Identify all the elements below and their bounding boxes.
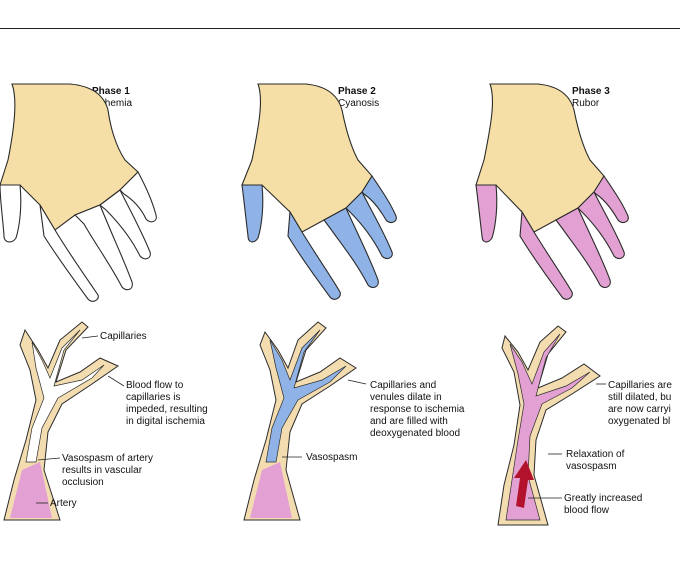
phase-1-vasospasm-leader bbox=[37, 457, 61, 461]
phase-1-capillaries-leader bbox=[81, 335, 99, 339]
phase-3-subtitle: Rubor bbox=[572, 98, 600, 109]
phase-1-flow-label: Blood flow to capillaries is impeded, re… bbox=[126, 380, 211, 427]
phase-3-hand bbox=[475, 83, 629, 300]
phase-2-thumb bbox=[241, 184, 264, 243]
phase-1-vasospasm-label: Vasospasm of artery results in vascular … bbox=[62, 453, 156, 488]
phase-2-capillaries-leader bbox=[347, 379, 367, 385]
phase-1-hand bbox=[0, 83, 157, 302]
phase-2-subtitle: Cyanosis bbox=[338, 98, 379, 109]
phase-2-title: Phase 2 bbox=[338, 86, 376, 97]
phase-2-vessel bbox=[243, 321, 357, 521]
phase-3-little-finger bbox=[593, 174, 629, 224]
phase-2-capillary-lumen bbox=[265, 329, 347, 463]
phase-1-heading: Phase 1 Ischemia bbox=[92, 86, 132, 109]
phase-1-flow-leader bbox=[107, 375, 125, 387]
top-bar bbox=[0, 0, 680, 29]
phase-3-title: Phase 3 bbox=[572, 86, 610, 97]
phase-3-ring-finger bbox=[577, 191, 625, 260]
phase-2-artery-lumen bbox=[250, 462, 292, 518]
phase-1-middle-finger bbox=[74, 204, 133, 291]
phase-3-index-finger bbox=[519, 210, 573, 300]
phase-3-middle-finger bbox=[555, 207, 611, 289]
phase-1-capillaries-label: Capillaries bbox=[100, 331, 147, 342]
phase-2-labels: Capillaries and venules dilate in respon… bbox=[282, 379, 467, 463]
phase-2-capillaries-label: Capillaries and venules dilate in respon… bbox=[370, 380, 467, 439]
phase-1-artery-lumen bbox=[10, 462, 52, 518]
phase-3-vessel bbox=[497, 325, 601, 526]
phase-1-labels: Capillaries Blood flow to capillaries is… bbox=[36, 331, 211, 509]
phase-3-flow-label: Greatly increased blood flow bbox=[564, 493, 645, 516]
phase-3-heading: Phase 3 Rubor bbox=[572, 86, 610, 109]
phase-3-flow-arrow bbox=[514, 460, 534, 508]
phase-3-capillaries-label: Capillaries are still dilated, bu are no… bbox=[608, 380, 675, 427]
phase-2-index-finger bbox=[287, 210, 341, 300]
phase-2-vasospasm-label: Vasospasm bbox=[306, 452, 358, 463]
phase-2-middle-finger bbox=[323, 207, 379, 289]
phase-3-relaxation-label: Relaxation of vasospasm bbox=[566, 449, 627, 472]
phase-3-thumb bbox=[475, 184, 498, 243]
phase-1-index-finger bbox=[39, 204, 99, 302]
phase-2-ring-finger bbox=[345, 191, 393, 260]
phase-1-title: Phase 1 bbox=[92, 86, 130, 97]
phase-1-ring-finger bbox=[99, 189, 151, 260]
phase-1-thumb bbox=[0, 184, 22, 243]
phase-1-vessel bbox=[3, 321, 120, 521]
phase-1-subtitle: Ischemia bbox=[92, 98, 132, 109]
phase-3-palm bbox=[475, 83, 605, 233]
phase-3-labels: Capillaries are still dilated, bu are no… bbox=[528, 380, 675, 516]
phase-1-palm bbox=[0, 83, 139, 231]
phase-1-capillary-lumen bbox=[25, 329, 105, 463]
phase-2-hand bbox=[241, 83, 397, 300]
phase-3: Phase 3 Rubor Capillaries are still dila… bbox=[475, 83, 675, 526]
phase-1-little-finger bbox=[119, 171, 157, 223]
phase-2-heading: Phase 2 Cyanosis bbox=[338, 86, 379, 109]
phase-2-little-finger bbox=[361, 174, 397, 224]
phase-1-artery-label: Artery bbox=[50, 498, 77, 509]
phase-1: Phase 1 Ischemia Capillaries Blood flow … bbox=[0, 83, 211, 521]
phase-2-palm bbox=[241, 83, 373, 233]
phase-2: Phase 2 Cyanosis Capillaries and venules… bbox=[241, 83, 467, 521]
